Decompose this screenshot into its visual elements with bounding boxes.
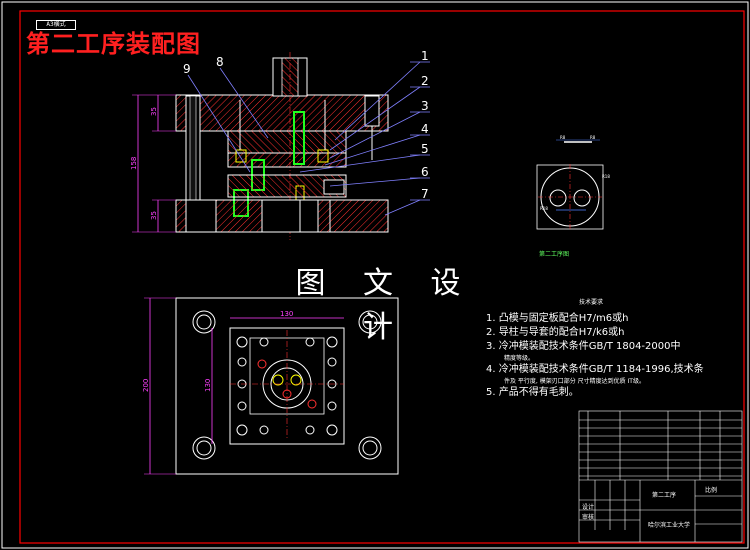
drawing-title: 第二工序装配图 bbox=[26, 30, 201, 58]
dim-35-bottom: 35 bbox=[150, 211, 158, 220]
part-dim-1: R8 bbox=[560, 135, 566, 140]
balloon-3: 3 bbox=[421, 99, 429, 113]
technical-requirements: 技术要求 1. 凸模与固定板配合H7/m6或h 2. 导柱与导套的配合H7/k6… bbox=[486, 296, 704, 400]
front-section-view bbox=[132, 52, 389, 240]
requirement-line: 2. 导柱与导套的配合H7/k6或h bbox=[486, 327, 625, 338]
requirement-line: 3. 冷冲模装配技术条件GB/T 1804-2000中 bbox=[486, 341, 681, 352]
balloon-2: 2 bbox=[421, 74, 429, 88]
title-block-design: 设计 bbox=[582, 504, 595, 511]
part-view-label: 第二工序图 bbox=[539, 251, 570, 258]
title-block-drawing-name: 第二工序 bbox=[652, 492, 677, 499]
balloon-9: 9 bbox=[183, 62, 191, 76]
part-dim-3: R18 bbox=[540, 206, 548, 211]
balloon-7: 7 bbox=[421, 187, 429, 201]
requirement-line: 4. 冷冲模装配技术条件GB/T 1184-1996,技术条 bbox=[486, 364, 704, 375]
sheet-tab: A3横式 bbox=[36, 20, 76, 30]
requirement-subline: 精度等级。 bbox=[504, 355, 535, 362]
requirement-line: 5. 产品不得有毛刺。 bbox=[486, 387, 579, 398]
requirement-line: 1. 凸模与固定板配合H7/m6或h bbox=[486, 313, 629, 324]
dim-35-top: 35 bbox=[150, 107, 158, 116]
part-view bbox=[536, 139, 604, 230]
balloon-8: 8 bbox=[216, 55, 224, 69]
dim-130-side: 130 bbox=[204, 379, 212, 392]
balloon-4: 4 bbox=[421, 122, 429, 136]
title-block-school: 哈尔滨工业大学 bbox=[648, 522, 691, 529]
balloon-5: 5 bbox=[421, 142, 429, 156]
plan-view bbox=[144, 297, 399, 475]
title-block-scale: 比例 bbox=[705, 487, 718, 494]
balloon-6: 6 bbox=[421, 165, 429, 179]
part-dim-2: R8 bbox=[590, 135, 596, 140]
dim-130-top: 130 bbox=[280, 310, 293, 318]
requirements-title: 技术要求 bbox=[578, 299, 603, 306]
watermark-text: 图 文 设 计 bbox=[295, 266, 475, 345]
balloon-1: 1 bbox=[421, 49, 429, 63]
title-block-check: 审核 bbox=[582, 514, 595, 521]
part-dim-4: R18 bbox=[602, 174, 610, 179]
dim-200: 200 bbox=[142, 379, 150, 392]
title-block bbox=[578, 410, 743, 543]
requirement-subline: 件及 平行度, 模架刃口部分 尺寸精度达到优质 IT级。 bbox=[504, 378, 645, 385]
inner-frame bbox=[19, 10, 745, 544]
dim-158: 158 bbox=[130, 157, 138, 170]
balloon-leaders bbox=[187, 61, 430, 216]
